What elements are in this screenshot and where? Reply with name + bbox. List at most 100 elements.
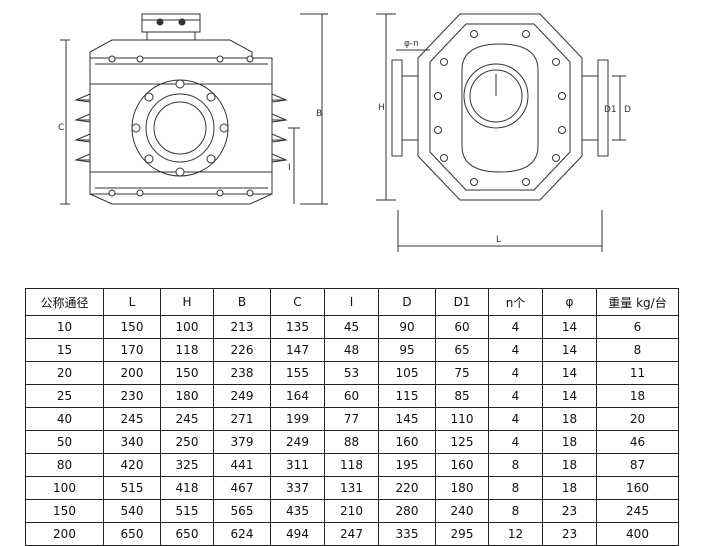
table-cell: 515 (103, 476, 161, 500)
table-cell: 14 (542, 361, 597, 385)
table-cell: 75 (435, 361, 489, 385)
table-cell: 280 (378, 499, 436, 523)
table-cell: 87 (596, 453, 679, 477)
table-cell: 4 (488, 338, 543, 362)
table-cell: 220 (378, 476, 436, 500)
table-cell: 4 (488, 384, 543, 408)
table-cell: 160 (435, 453, 489, 477)
table-cell: 18 (596, 384, 679, 408)
table-cell: 125 (435, 430, 489, 454)
table-cell: 95 (378, 338, 436, 362)
table-cell: 210 (324, 499, 379, 523)
table-cell: 335 (378, 522, 436, 546)
table-cell: 245 (103, 407, 161, 431)
table-cell: 14 (542, 384, 597, 408)
table-cell: 8 (488, 476, 543, 500)
table-cell: 160 (596, 476, 679, 500)
table-cell: 15 (25, 338, 104, 362)
header-cell: 公称通径 (25, 288, 104, 316)
table-cell: 170 (103, 338, 161, 362)
table-cell: 8 (488, 453, 543, 477)
table-cell: 4 (488, 407, 543, 431)
table-cell: 400 (596, 522, 679, 546)
table-cell: 12 (488, 522, 543, 546)
table-cell: 60 (324, 384, 379, 408)
table-cell: 230 (103, 384, 161, 408)
table-cell: 325 (160, 453, 214, 477)
table-cell: 10 (25, 315, 104, 339)
table-cell: 77 (324, 407, 379, 431)
table-cell: 155 (270, 361, 325, 385)
table-cell: 18 (542, 430, 597, 454)
table-cell: 14 (542, 338, 597, 362)
header-cell: L (103, 288, 161, 316)
table-cell: 11 (596, 361, 679, 385)
table-cell: 100 (25, 476, 104, 500)
header-cell: H (160, 288, 214, 316)
table-cell: 60 (435, 315, 489, 339)
side-view (60, 13, 328, 205)
table-cell: 540 (103, 499, 161, 523)
table-cell: 4 (488, 315, 543, 339)
table-cell: 420 (103, 453, 161, 477)
dim-label-phi-n: φ-n (404, 39, 419, 49)
header-cell: I (324, 288, 379, 316)
table-cell: 441 (213, 453, 271, 477)
header-cell: D1 (435, 288, 489, 316)
table-cell: 249 (270, 430, 325, 454)
table-cell: 14 (542, 315, 597, 339)
table-cell: 118 (324, 453, 379, 477)
table-cell: 53 (324, 361, 379, 385)
dim-label-b: B (316, 109, 322, 119)
header-cell: C (270, 288, 325, 316)
table-cell: 195 (378, 453, 436, 477)
technical-drawing: C B I (58, 13, 631, 252)
table-cell: 110 (435, 407, 489, 431)
table-cell: 40 (25, 407, 104, 431)
table-cell: 80 (25, 453, 104, 477)
table-cell: 650 (103, 522, 161, 546)
table-cell: 45 (324, 315, 379, 339)
table-cell: 25 (25, 384, 104, 408)
table-cell: 4 (488, 430, 543, 454)
table-cell: 23 (542, 499, 597, 523)
table-cell: 250 (160, 430, 214, 454)
table-cell: 199 (270, 407, 325, 431)
table-cell: 48 (324, 338, 379, 362)
header-cell: 重量 kg/台 (596, 288, 679, 316)
table-cell: 50 (25, 430, 104, 454)
table-cell: 565 (213, 499, 271, 523)
table-cell: 90 (378, 315, 436, 339)
table-cell: 240 (435, 499, 489, 523)
header-cell: B (213, 288, 271, 316)
table-cell: 245 (596, 499, 679, 523)
table-cell: 46 (596, 430, 679, 454)
dim-label-h: H (378, 103, 385, 113)
table-cell: 4 (488, 361, 543, 385)
table-cell: 180 (160, 384, 214, 408)
dim-label-i: I (288, 163, 291, 173)
table-cell: 105 (378, 361, 436, 385)
table-cell: 18 (542, 453, 597, 477)
table-header-row: 公称通径 L H B C I D D1 n个 φ 重量 kg/台 (25, 288, 679, 316)
front-view (376, 13, 626, 252)
header-cell: D (378, 288, 436, 316)
table-cell: 8 (596, 338, 679, 362)
header-cell: n个 (488, 288, 543, 316)
table-cell: 650 (160, 522, 214, 546)
table-cell: 249 (213, 384, 271, 408)
table-cell: 295 (435, 522, 489, 546)
table-cell: 271 (213, 407, 271, 431)
table-cell: 200 (25, 522, 104, 546)
